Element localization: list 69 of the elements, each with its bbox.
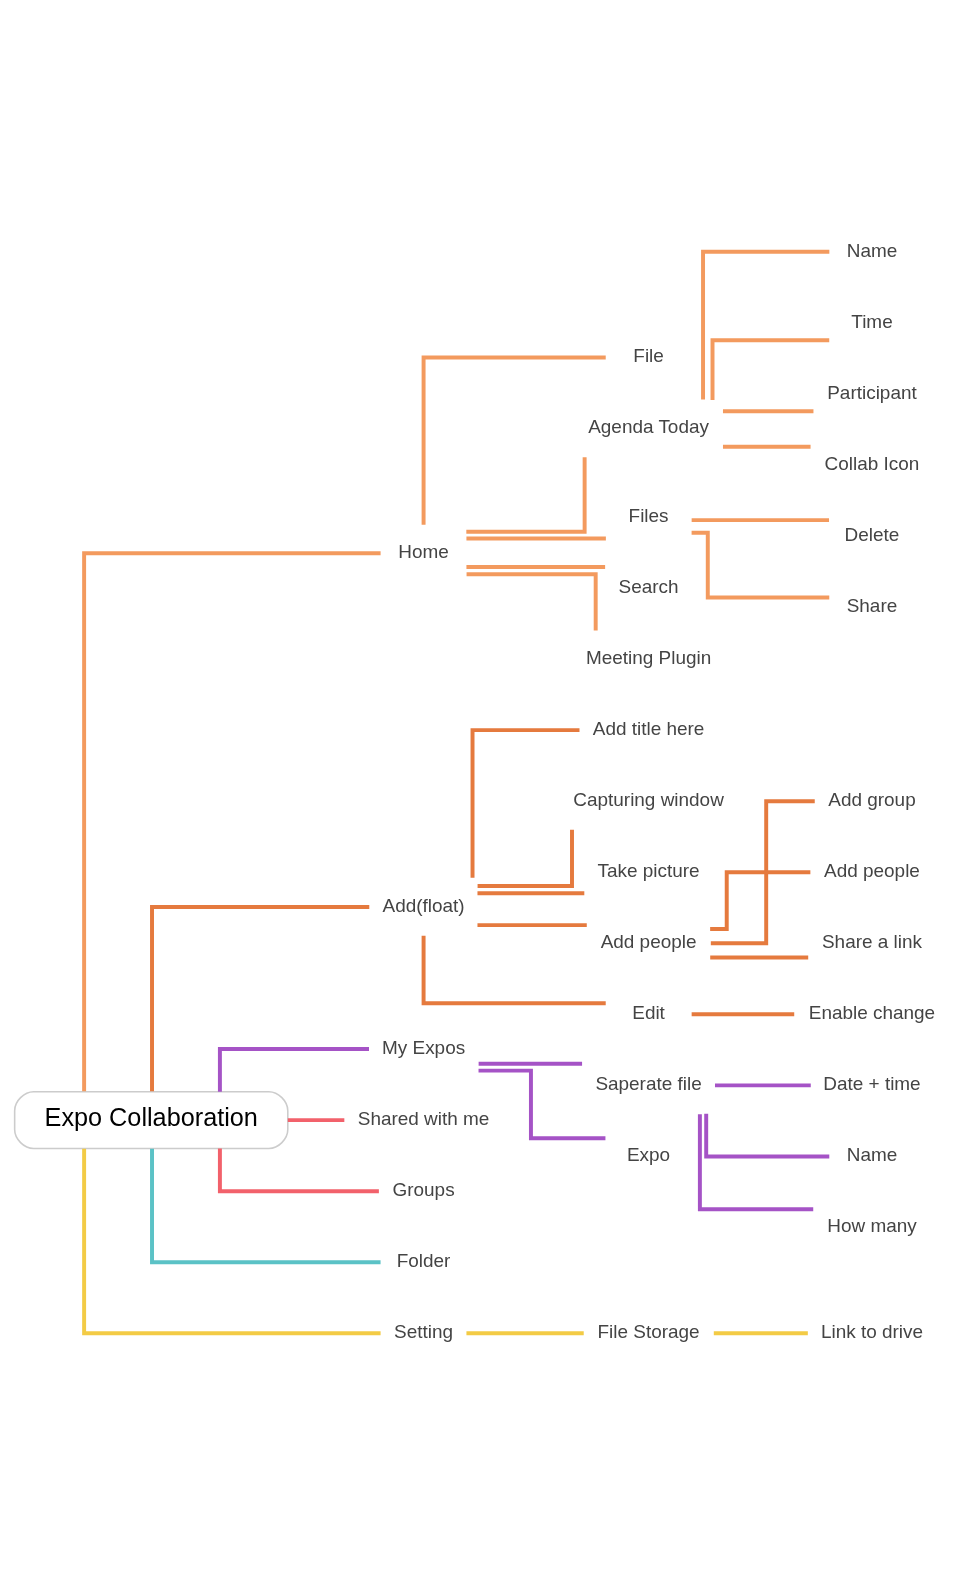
connector bbox=[722, 444, 811, 449]
node-text: My Expos bbox=[382, 1036, 466, 1058]
connector bbox=[150, 1148, 381, 1265]
connector bbox=[287, 1118, 345, 1123]
node-text: Agenda Today bbox=[588, 416, 709, 438]
connector bbox=[704, 1113, 830, 1159]
connector bbox=[691, 518, 830, 523]
node-text: Meeting Plugin bbox=[585, 646, 712, 668]
node-text: Date + time bbox=[823, 1073, 921, 1095]
node-text: Groups bbox=[392, 1179, 455, 1201]
node-text: Files bbox=[628, 504, 669, 526]
node-text: Folder bbox=[396, 1250, 451, 1272]
node-box: Expo Collaboration bbox=[13, 1090, 289, 1150]
connector bbox=[82, 551, 381, 1092]
connector bbox=[478, 1068, 606, 1141]
connector bbox=[217, 1148, 379, 1194]
node-text: Add people bbox=[600, 931, 697, 953]
node-text: Enable change bbox=[808, 1002, 936, 1024]
node-text: Shared with me bbox=[357, 1108, 490, 1130]
connector bbox=[421, 355, 606, 525]
node-text: Add group bbox=[828, 789, 916, 811]
node-text: Link to drive bbox=[820, 1321, 924, 1343]
connector bbox=[466, 572, 598, 631]
node-text: Setting bbox=[394, 1321, 454, 1343]
node-text: Saperate file bbox=[595, 1073, 702, 1095]
node-text: Share bbox=[846, 594, 898, 616]
connector bbox=[710, 955, 809, 960]
connector bbox=[477, 891, 585, 896]
connector bbox=[710, 338, 830, 401]
node-text: Search bbox=[618, 575, 679, 597]
node-text: Name bbox=[846, 239, 898, 261]
node-text: Name bbox=[846, 1144, 898, 1166]
connector bbox=[477, 923, 587, 928]
connector bbox=[470, 728, 580, 878]
node-text: Add title here bbox=[592, 718, 705, 740]
node-text: File Storage bbox=[597, 1321, 700, 1343]
node-text: Add people bbox=[824, 860, 920, 882]
node-text: How many bbox=[827, 1215, 917, 1237]
connector bbox=[466, 1331, 584, 1336]
node-text: Time bbox=[851, 310, 893, 332]
node-text: Home bbox=[398, 541, 449, 563]
node-text: Expo bbox=[626, 1144, 671, 1166]
connector bbox=[691, 1012, 795, 1017]
connector bbox=[715, 1083, 811, 1088]
connector bbox=[150, 905, 370, 1092]
connector bbox=[477, 829, 574, 888]
node-text: Take picture bbox=[597, 860, 700, 882]
connector bbox=[466, 536, 606, 541]
node-text: File bbox=[633, 345, 664, 367]
node-text: Participant bbox=[827, 381, 917, 403]
connector bbox=[421, 935, 606, 1006]
connector bbox=[713, 1331, 808, 1336]
connector bbox=[722, 409, 814, 414]
node-text: Add(float) bbox=[382, 894, 465, 916]
connector bbox=[691, 530, 830, 600]
connector bbox=[466, 565, 606, 569]
connector bbox=[710, 870, 811, 932]
node-text: Edit bbox=[632, 1002, 665, 1024]
connector bbox=[710, 799, 815, 946]
node-text: Collab Icon bbox=[824, 452, 920, 474]
connector bbox=[82, 1148, 381, 1336]
connector bbox=[466, 457, 587, 534]
connector bbox=[478, 1061, 583, 1066]
node-text: Share a link bbox=[821, 931, 922, 953]
connector bbox=[217, 1047, 369, 1092]
node-text: Capturing window bbox=[573, 789, 724, 811]
connector bbox=[697, 1114, 814, 1212]
connector bbox=[701, 249, 830, 400]
node-text: Delete bbox=[844, 523, 900, 545]
